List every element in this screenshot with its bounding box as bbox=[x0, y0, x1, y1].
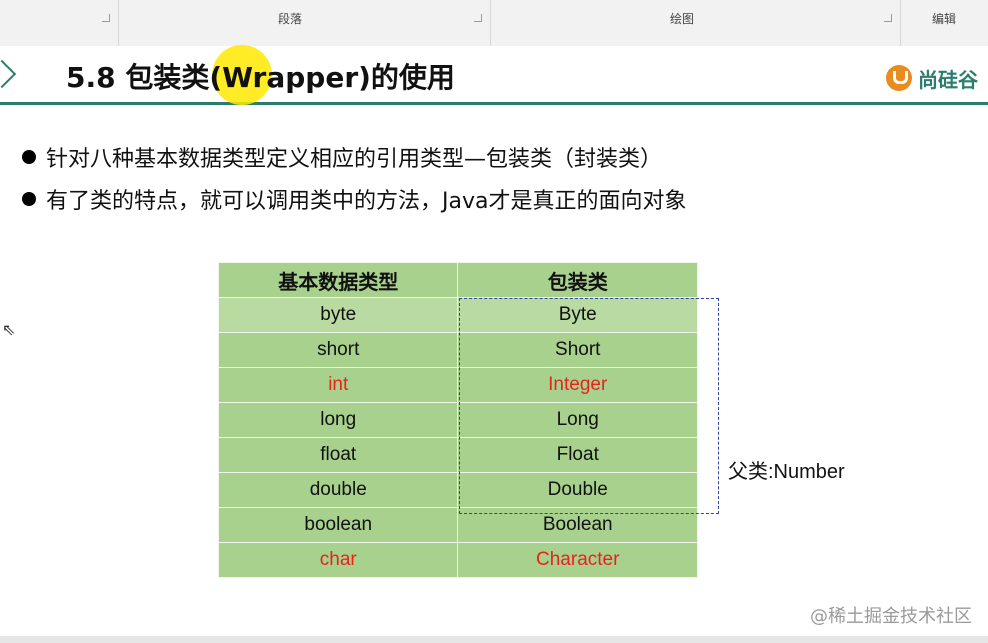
chevron-right-icon bbox=[0, 59, 17, 89]
bullet-text: 针对八种基本数据类型定义相应的引用类型—包装类（封装类） bbox=[46, 147, 663, 172]
table-header: 基本数据类型 bbox=[217, 262, 459, 298]
parent-class-label: 父类:Number bbox=[728, 461, 845, 483]
ribbon-group-label: 绘图 bbox=[670, 12, 695, 26]
ribbon-group-label: 段落 bbox=[278, 12, 303, 26]
wrapper-cell: Short bbox=[457, 332, 698, 368]
number-subclass-bracket bbox=[459, 298, 719, 514]
ribbon: 段落 绘图 编辑 bbox=[0, 0, 988, 47]
slide-canvas: 5.8 包装类(Wrapper)的使用 尚硅谷 针对八种基本数据类型定义相应的引… bbox=[0, 45, 988, 636]
bullet-list: 针对八种基本数据类型定义相应的引用类型—包装类（封装类） 有了类的特点，就可以调… bbox=[22, 146, 686, 230]
table-row: char Character bbox=[217, 542, 698, 578]
wrapper-table: 基本数据类型 包装类 byte Byte short Short int Int… bbox=[217, 262, 698, 578]
bullet-item: 有了类的特点，就可以调用类中的方法，Java才是真正的面向对象 bbox=[22, 188, 686, 215]
cursor-highlight bbox=[212, 45, 272, 105]
primitive-cell: char bbox=[217, 542, 459, 578]
table-row: short Short bbox=[217, 332, 698, 368]
table-header: 包装类 bbox=[457, 262, 698, 298]
table-row: int Integer bbox=[217, 367, 698, 403]
slide-title: 5.8 包装类(Wrapper)的使用 bbox=[66, 61, 455, 94]
table-row: byte Byte bbox=[217, 297, 698, 333]
table-row: float Float bbox=[217, 437, 698, 473]
primitive-cell: float bbox=[217, 437, 459, 473]
ribbon-group-clipboard bbox=[0, 0, 119, 46]
primitive-cell: byte bbox=[217, 297, 459, 333]
watermark-text: @稀土掘金技术社区 bbox=[810, 606, 972, 627]
bullet-text: 有了类的特点，就可以调用类中的方法，Java才是真正的面向对象 bbox=[46, 189, 687, 214]
table-row: double Double bbox=[217, 472, 698, 508]
logo-icon bbox=[886, 65, 912, 91]
wrapper-cell: Float bbox=[457, 437, 698, 473]
table-row: long Long bbox=[217, 402, 698, 438]
bullet-icon bbox=[22, 192, 36, 206]
group-launcher-icon[interactable] bbox=[884, 14, 892, 22]
brand-logo: 尚硅谷 bbox=[886, 64, 978, 92]
primitive-cell: double bbox=[217, 472, 459, 508]
group-launcher-icon[interactable] bbox=[102, 14, 110, 22]
ribbon-group-editing: 编辑 bbox=[900, 0, 988, 46]
primitive-cell: long bbox=[217, 402, 459, 438]
bullet-item: 针对八种基本数据类型定义相应的引用类型—包装类（封装类） bbox=[22, 146, 686, 173]
bullet-icon bbox=[22, 150, 36, 164]
logo-text: 尚硅谷 bbox=[918, 67, 978, 92]
wrapper-cell: Double bbox=[457, 472, 698, 508]
ribbon-group-drawing: 绘图 bbox=[490, 0, 901, 46]
mouse-pointer-icon: ⇖ bbox=[2, 320, 16, 339]
primitive-cell: int bbox=[217, 367, 459, 403]
primitive-cell: short bbox=[217, 332, 459, 368]
primitive-cell: boolean bbox=[217, 507, 459, 543]
ribbon-group-label: 编辑 bbox=[932, 12, 957, 26]
wrapper-cell: Character bbox=[457, 542, 698, 578]
table-header-row: 基本数据类型 包装类 bbox=[217, 262, 698, 298]
ribbon-group-paragraph: 段落 bbox=[118, 0, 491, 46]
wrapper-cell: Byte bbox=[457, 297, 698, 333]
group-launcher-icon[interactable] bbox=[474, 14, 482, 22]
slide-title-bar: 5.8 包装类(Wrapper)的使用 尚硅谷 bbox=[0, 45, 988, 105]
wrapper-cell: Integer bbox=[457, 367, 698, 403]
status-strip bbox=[0, 636, 988, 643]
